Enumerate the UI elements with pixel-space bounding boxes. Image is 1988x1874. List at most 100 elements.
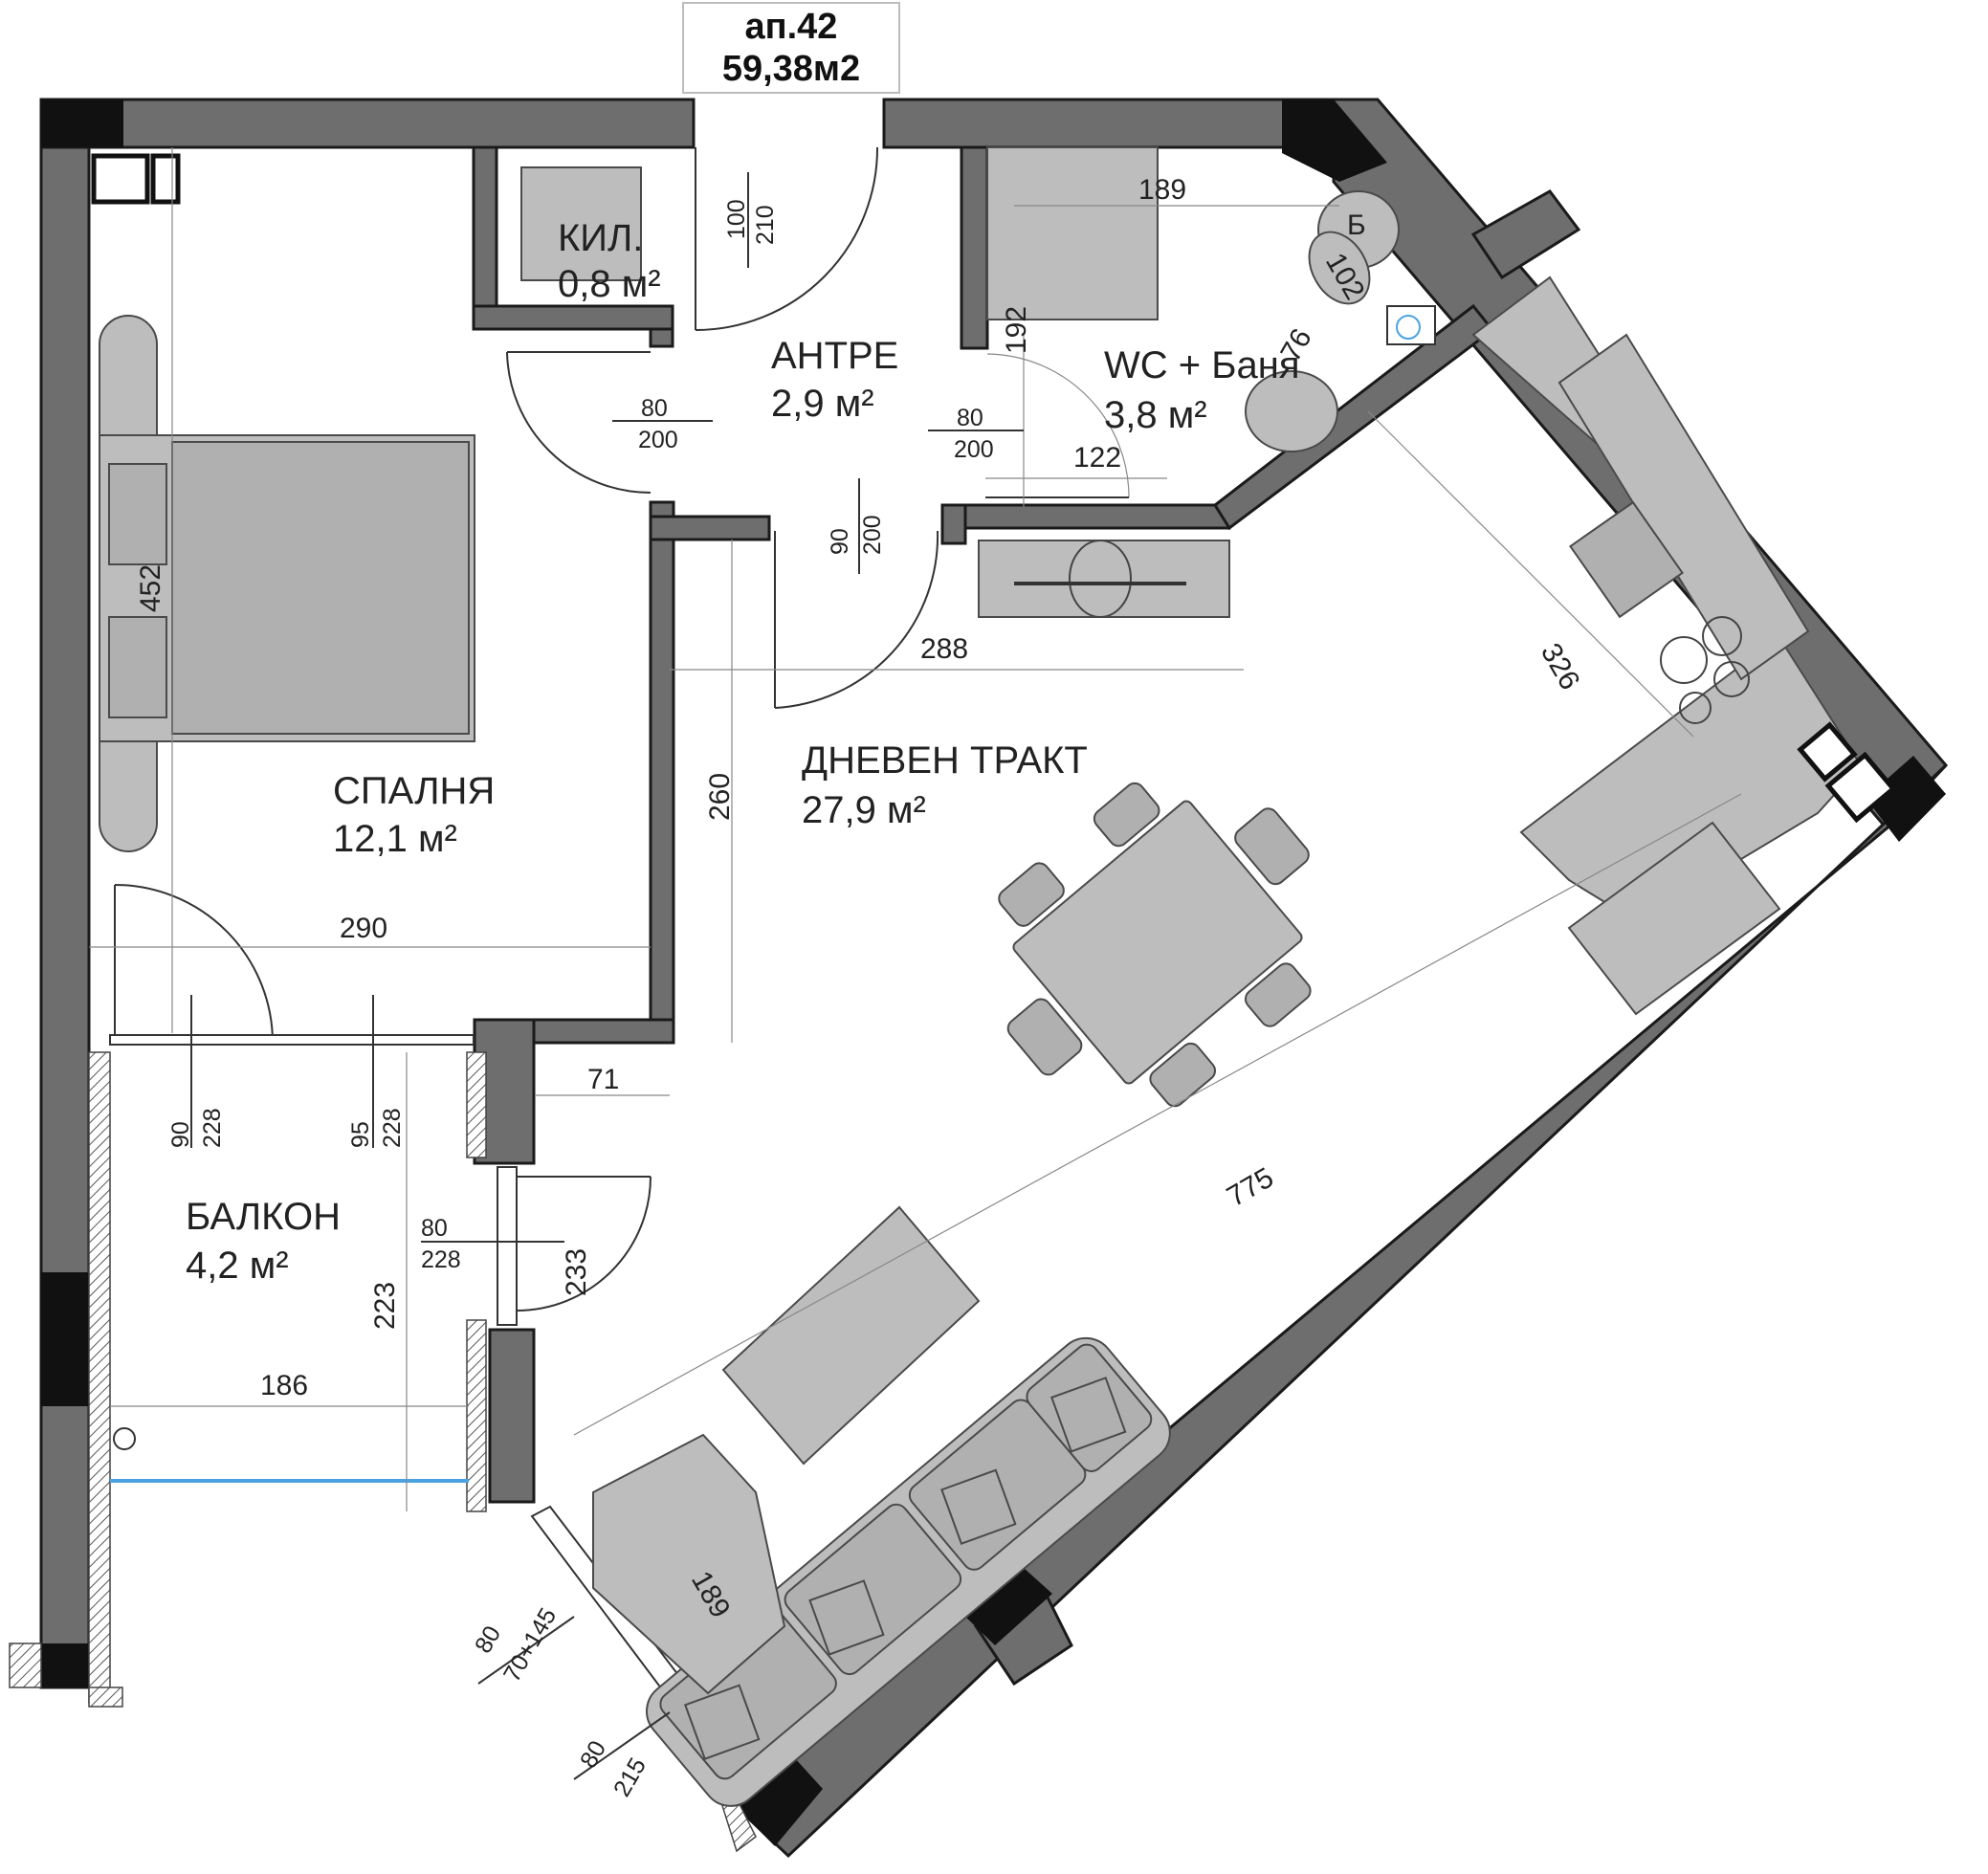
dim-122: 122 bbox=[1073, 442, 1121, 474]
dim-452: 452 bbox=[135, 564, 166, 612]
bed-balcony-right-h: 228 bbox=[379, 1108, 406, 1148]
balcony-door-w: 80 bbox=[421, 1215, 448, 1242]
kiler-name: КИЛ. bbox=[558, 217, 643, 259]
boiler-label: Б bbox=[1347, 209, 1366, 241]
dim-71: 71 bbox=[587, 1064, 619, 1095]
shaft-box-3 bbox=[1797, 721, 1858, 783]
drain-symbol bbox=[1396, 315, 1421, 340]
chair-6 bbox=[1234, 807, 1310, 886]
corner-stub bbox=[1470, 189, 1581, 280]
top-wall-right bbox=[882, 98, 1336, 149]
shaft-box-1 bbox=[91, 153, 150, 205]
dim-775: 775 bbox=[1222, 1161, 1279, 1213]
column-top-right bbox=[1282, 99, 1387, 182]
column-left-bottom bbox=[41, 1643, 89, 1687]
column-right bbox=[1866, 756, 1946, 842]
chair-2 bbox=[1093, 782, 1160, 848]
shaft-box-4 bbox=[1824, 751, 1897, 824]
entry-door-h: 210 bbox=[752, 205, 779, 245]
apartment-number: ап.42 bbox=[744, 7, 838, 47]
column-bottom bbox=[961, 1559, 1052, 1645]
kiler-left-wall bbox=[472, 145, 498, 331]
dim-290: 290 bbox=[340, 913, 387, 944]
dim-233: 233 bbox=[561, 1248, 592, 1296]
hall-console bbox=[978, 540, 1230, 618]
wc-door-swing bbox=[986, 353, 1130, 498]
apartment-title-box: ап.42 59,38м2 bbox=[682, 2, 900, 94]
antre-left-door-h: 200 bbox=[638, 427, 678, 453]
living-door-h: 200 bbox=[859, 515, 886, 555]
column-top-left bbox=[41, 99, 123, 147]
bedroom-right-wall bbox=[649, 500, 675, 1045]
hob-ring-2 bbox=[1702, 616, 1742, 656]
bed-mattress bbox=[171, 441, 470, 735]
kiler-bottom-wall bbox=[472, 304, 674, 331]
antre-name: АНТРЕ bbox=[771, 335, 898, 377]
balcony-parapet-bottom bbox=[88, 1687, 123, 1708]
dim-223: 223 bbox=[369, 1282, 401, 1330]
shaft-box-2 bbox=[150, 153, 181, 205]
cushion-4 bbox=[1050, 1377, 1127, 1453]
balcony-door-swing bbox=[516, 1176, 652, 1312]
wc-name: WC + Баня bbox=[1104, 344, 1299, 386]
kitchen-counter-top bbox=[1557, 333, 1810, 681]
chair-5 bbox=[1006, 998, 1083, 1076]
antre-left-door-w: 80 bbox=[641, 395, 668, 422]
sink bbox=[1569, 500, 1684, 619]
dining-table bbox=[1012, 800, 1303, 1085]
cushion-3 bbox=[940, 1468, 1017, 1545]
dining-set bbox=[998, 782, 1312, 1108]
wc-door-stub bbox=[940, 503, 967, 545]
left-wall bbox=[39, 145, 91, 1689]
balcony-hatch-b bbox=[466, 1319, 487, 1512]
furniture bbox=[91, 146, 1897, 1807]
kiler-cabinet bbox=[520, 166, 642, 281]
dim-frac-terrace bbox=[477, 1616, 575, 1685]
kiler-stub bbox=[649, 327, 674, 348]
spalnya-name: СПАЛНЯ bbox=[333, 770, 495, 812]
dim-288: 288 bbox=[920, 633, 968, 665]
washbasin bbox=[1245, 370, 1338, 452]
column-left-mid bbox=[41, 1272, 89, 1406]
dneven-name: ДНЕВЕН ТРАКТ bbox=[802, 739, 1088, 782]
cushion-1 bbox=[683, 1684, 761, 1760]
bed-balcony-left-h: 228 bbox=[199, 1108, 226, 1148]
column-bottom-left bbox=[727, 1747, 823, 1846]
bed-balcony-right-w: 95 bbox=[347, 1121, 374, 1148]
dim-189-top: 189 bbox=[1138, 174, 1186, 206]
console-ornament bbox=[1069, 540, 1132, 618]
spalnya-area: 12,1 м² bbox=[333, 818, 457, 860]
terrace-window-w: 80 bbox=[575, 1736, 611, 1773]
balcony-drain bbox=[113, 1427, 136, 1450]
balkon-name: БАЛКОН bbox=[186, 1196, 341, 1238]
sofa bbox=[646, 1336, 1171, 1807]
hob-ring-4 bbox=[1713, 661, 1750, 697]
wc-door-h: 200 bbox=[954, 436, 994, 463]
chair-1 bbox=[998, 862, 1065, 927]
entry-door-w: 100 bbox=[723, 199, 750, 239]
room-labels: КИЛ. 0,8 м² АНТРЕ 2,9 м² WC + Баня 3,8 м… bbox=[186, 209, 1366, 1287]
balcony-door-h: 228 bbox=[421, 1246, 461, 1273]
pillow-1 bbox=[108, 463, 167, 565]
dim-line-326 bbox=[1367, 410, 1694, 738]
wc-area: 3,8 м² bbox=[1104, 394, 1207, 436]
terrace-window-h: 215 bbox=[608, 1753, 652, 1801]
dim-frac-window bbox=[573, 1711, 671, 1780]
entry-door-swing bbox=[695, 146, 879, 331]
balkon-area: 4,2 м² bbox=[186, 1245, 289, 1287]
dim-192: 192 bbox=[1001, 306, 1032, 354]
bed-balcony-left-w: 90 bbox=[167, 1121, 194, 1148]
dimension-lines bbox=[89, 147, 1742, 1780]
balcony-door-frame bbox=[497, 1166, 518, 1326]
top-wall-left bbox=[39, 98, 696, 149]
antre-area: 2,9 м² bbox=[771, 383, 874, 425]
living-door-swing bbox=[774, 530, 939, 709]
hob-ring-1 bbox=[1660, 636, 1708, 684]
dneven-area: 27,9 м² bbox=[802, 789, 926, 831]
antre-bottom-left-wall bbox=[649, 515, 771, 541]
chair-3 bbox=[1149, 1042, 1217, 1108]
tall-cabinet bbox=[1567, 821, 1781, 1016]
terrace-door-h: 70+145 bbox=[498, 1603, 562, 1687]
balcony-parapet-corner bbox=[9, 1643, 42, 1688]
